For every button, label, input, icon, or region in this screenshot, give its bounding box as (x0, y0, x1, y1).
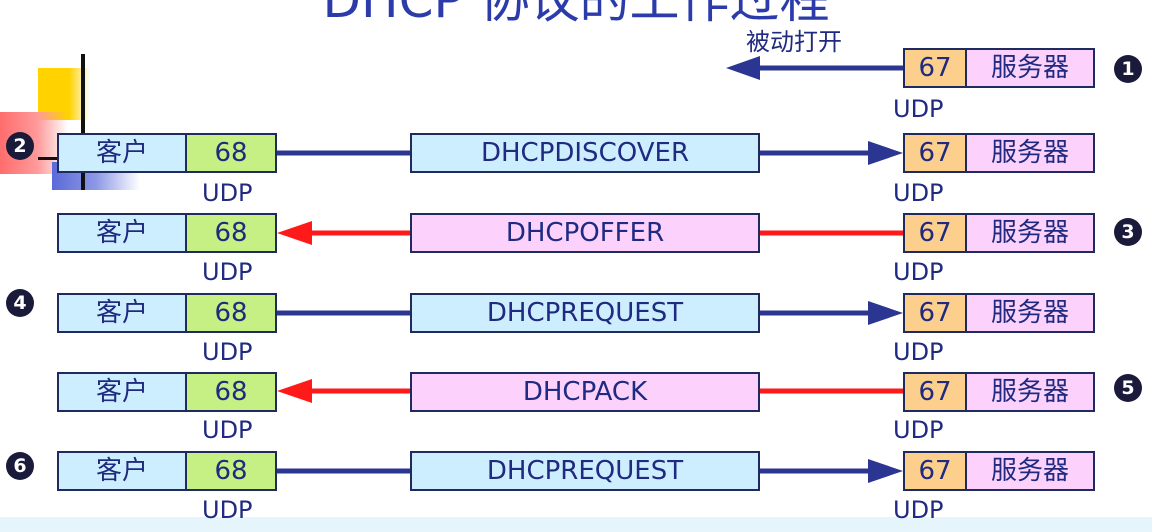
client-port-row1: 68 (185, 133, 277, 173)
client-box-row2: 客户 (57, 213, 187, 253)
server-udp-row4: UDP (893, 416, 944, 444)
passive-open-arrowhead (726, 56, 760, 80)
server-port-row5: 67 (903, 451, 967, 491)
client-box-row5: 客户 (57, 451, 187, 491)
client-port-row3: 68 (185, 293, 277, 333)
server-port-row0: 67 (903, 48, 967, 88)
client-udp-row4: UDP (202, 416, 253, 444)
step-badge-2: 2 (6, 132, 34, 160)
server-udp-row1: UDP (893, 179, 944, 207)
server-udp-row3: UDP (893, 338, 944, 366)
step-badge-4: 4 (6, 289, 34, 317)
page-title: DHCP 协议的工作过程 (322, 0, 830, 29)
step-badge-6: 6 (6, 452, 34, 480)
server-box-row4: 服务器 (965, 372, 1095, 412)
client-box-row4: 客户 (57, 372, 187, 412)
offer-arrowhead (277, 221, 312, 245)
server-port-row1: 67 (903, 133, 967, 173)
server-box-row3: 服务器 (965, 293, 1095, 333)
message-request: DHCPREQUEST (410, 293, 760, 333)
client-udp-row1: UDP (202, 179, 253, 207)
server-port-row2: 67 (903, 213, 967, 253)
client-udp-row2: UDP (202, 258, 253, 286)
client-port-row5: 68 (185, 451, 277, 491)
server-port-row4: 67 (903, 372, 967, 412)
message-offer: DHCPOFFER (410, 213, 760, 253)
server-box-row2: 服务器 (965, 213, 1095, 253)
step-badge-5: 5 (1114, 374, 1142, 402)
client-udp-row3: UDP (202, 338, 253, 366)
bottom-band (0, 517, 1152, 532)
client-box-row1: 客户 (57, 133, 187, 173)
server-box-row1: 服务器 (965, 133, 1095, 173)
ack-arrowhead (277, 379, 312, 403)
message-request-2: DHCPREQUEST (410, 451, 760, 491)
server-udp-row0: UDP (893, 95, 944, 123)
client-udp-row5: UDP (202, 496, 253, 524)
server-box-row5: 服务器 (965, 451, 1095, 491)
message-discover: DHCPDISCOVER (410, 133, 760, 173)
server-port-row3: 67 (903, 293, 967, 333)
client-port-row4: 68 (185, 372, 277, 412)
request-arrowhead (868, 301, 903, 325)
client-box-row3: 客户 (57, 293, 187, 333)
step-badge-3: 3 (1114, 218, 1142, 246)
discover-arrowhead (868, 141, 903, 165)
passive-open-note: 被动打开 (746, 28, 842, 56)
client-port-row2: 68 (185, 213, 277, 253)
server-udp-row2: UDP (893, 258, 944, 286)
message-ack: DHCPACK (410, 372, 760, 412)
step-badge-1: 1 (1114, 55, 1142, 83)
decor-vertical-line (81, 54, 85, 190)
server-box-row0: 服务器 (965, 48, 1095, 88)
request2-arrowhead (868, 459, 903, 483)
decor-horizontal-line (38, 157, 60, 160)
server-udp-row5: UDP (893, 496, 944, 524)
